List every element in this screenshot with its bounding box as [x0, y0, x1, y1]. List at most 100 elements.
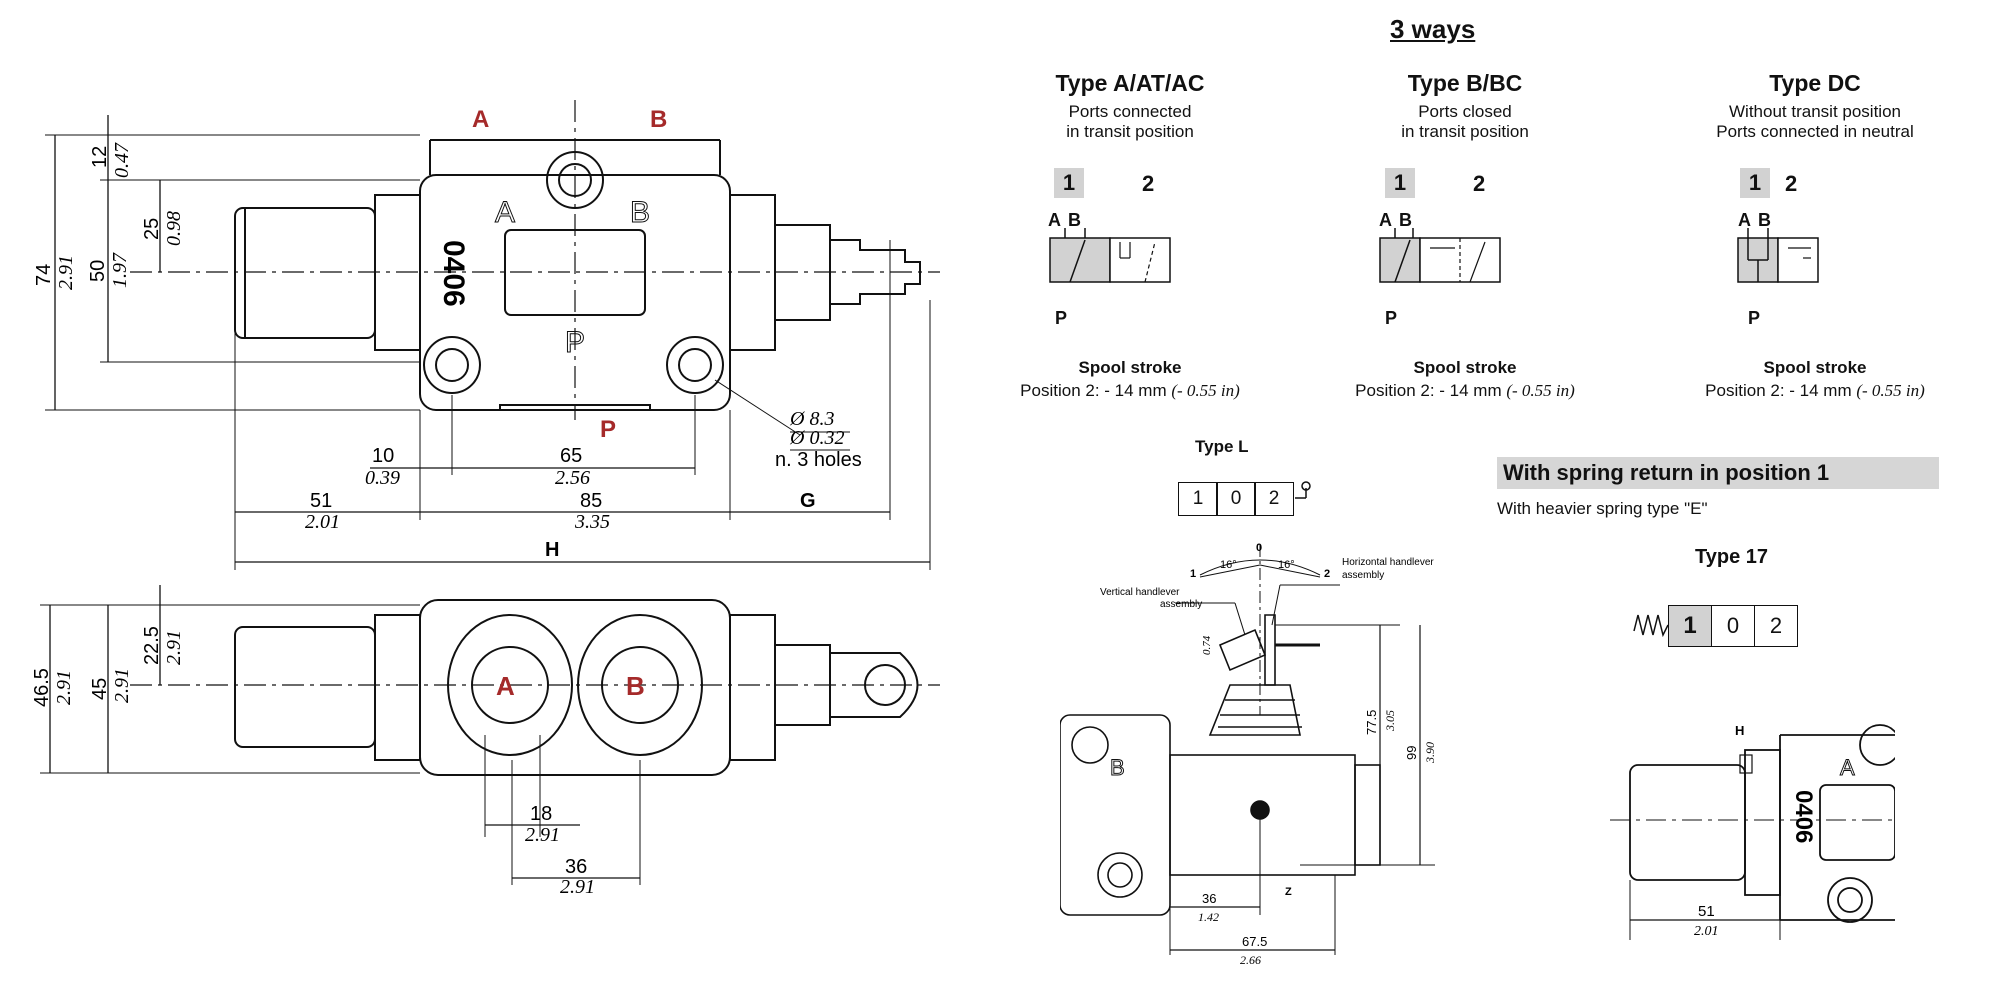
- type-l-b: B: [1110, 755, 1125, 780]
- type-b-port-p: P: [1385, 308, 1398, 328]
- dim-047: 0.47: [111, 142, 133, 178]
- side-port-b: B: [626, 671, 645, 701]
- dim-256: 2.56: [555, 467, 590, 489]
- type-a-stroke-title: Spool stroke: [1078, 358, 1182, 377]
- type-dc-port-a: A: [1738, 210, 1751, 230]
- spring-body-mark: 0406: [1790, 790, 1817, 843]
- body-port-a: A: [495, 196, 515, 229]
- type-l-mark-2: 2: [1324, 568, 1330, 580]
- type-dc-desc-1: Without transit position: [1729, 102, 1901, 121]
- spring-return-banner: With spring return in position 1: [1497, 457, 1939, 489]
- hole-diameter-in: Ø 0.32: [789, 427, 844, 449]
- dim-g: G: [800, 490, 816, 512]
- type-b-stroke-mm: Position 2: - 14 mm: [1355, 381, 1507, 400]
- spring-note: With heavier spring type "E": [1497, 499, 1708, 518]
- hole-diameter: Ø 8.3: [789, 408, 834, 430]
- type-17-title: Type 17: [1695, 546, 1768, 568]
- type-dc-pos-2: 2: [1785, 171, 1798, 196]
- dim-291c: 2.91: [111, 668, 133, 703]
- type-a-port-p: P: [1055, 308, 1068, 328]
- dim-335: 3.35: [574, 511, 610, 533]
- top-view-drawing: A B P A B P 0406 12 0.47 25 0.98 74 2.91…: [33, 100, 940, 570]
- type-l-pos-2: 2: [1254, 482, 1294, 516]
- spring-body-drawing: H 0406 A 51 2.01: [1610, 723, 1895, 940]
- type-a-pos-1: 1: [1054, 168, 1084, 198]
- type-b-title: Type B/BC: [1407, 70, 1523, 96]
- dim-291b: 2.91: [53, 670, 75, 705]
- type-dc-stroke-mm: Position 2: - 14 mm: [1705, 381, 1857, 400]
- type-a-desc-2: in transit position: [1066, 122, 1194, 141]
- dim-74: 74: [33, 264, 55, 286]
- type-l-dim-390: 3.90: [1423, 742, 1437, 764]
- dim-12: 12: [89, 146, 111, 168]
- type-l-dim-99: 99: [1404, 746, 1419, 760]
- type-l-dim-675: 67.5: [1242, 934, 1267, 949]
- type-a-spool-symbol: [1049, 228, 1171, 283]
- type-17-pos-0: 0: [1711, 605, 1755, 647]
- type-a-desc-1: Ports connected: [1068, 102, 1192, 121]
- horizontal-handlever-label-1: Horizontal handlever: [1342, 557, 1434, 568]
- spring-h-label: H: [1735, 723, 1744, 738]
- type-l-angle-left: 16°: [1220, 559, 1237, 571]
- spring-body-a: A: [1840, 755, 1855, 780]
- dim-36: 36: [565, 856, 587, 878]
- dim-098: 0.98: [163, 211, 185, 246]
- type-17-pos-1: 1: [1668, 605, 1712, 647]
- port-p-label: P: [600, 416, 616, 443]
- lever-icon: [1295, 481, 1311, 499]
- type-l-dim-142: 1.42: [1198, 910, 1219, 924]
- dim-291d: 2.91: [525, 824, 560, 846]
- type-dc-title: Type DC: [1769, 70, 1861, 96]
- type-l-angle-right: 16°: [1278, 559, 1295, 571]
- type-l-pos-0: 0: [1216, 482, 1256, 516]
- dim-65: 65: [560, 445, 582, 467]
- type-l-pos-1: 1: [1178, 482, 1218, 516]
- dim-45: 45: [89, 678, 111, 700]
- spring-dim-201: 2.01: [1694, 924, 1719, 939]
- type-l-dim-074: 0.74: [1201, 635, 1213, 655]
- type-a-port-b: B: [1068, 210, 1081, 230]
- dim-201: 2.01: [305, 511, 340, 533]
- type-dc-stroke-title: Spool stroke: [1763, 358, 1867, 377]
- type-b-panel: Type B/BC Ports closed in transit positi…: [1295, 68, 1635, 408]
- dim-h: H: [545, 539, 559, 561]
- type-dc-port-b: B: [1758, 210, 1771, 230]
- type-l-lever-drawing: 0 1 2 16° 16° Vertical handlever assembl…: [1060, 542, 1437, 967]
- spring-dim-51: 51: [1698, 903, 1715, 920]
- type-l-dim-266: 2.66: [1240, 953, 1261, 967]
- type-b-pos-2: 2: [1473, 171, 1486, 196]
- type-17-positions: 1 0 2: [1668, 605, 1800, 647]
- type-b-desc-1: Ports closed: [1418, 102, 1512, 121]
- type-l-mark-1: 1: [1190, 568, 1196, 580]
- spool-types-row: Type A/AT/AC Ports connected in transit …: [960, 68, 2000, 408]
- vertical-handlever-label-2: assembly: [1160, 599, 1202, 610]
- type-dc-port-p: P: [1748, 308, 1761, 328]
- type-l-dim-305: 3.05: [1383, 710, 1397, 732]
- page-heading: 3 ways: [1390, 14, 1476, 44]
- type-b-desc-2: in transit position: [1401, 122, 1529, 141]
- vertical-handlever-label-1: Vertical handlever: [1100, 587, 1180, 598]
- type-dc-spool-symbol: [1737, 228, 1819, 283]
- spring-icon: [1633, 614, 1669, 638]
- dim-85: 85: [580, 490, 602, 512]
- dim-039: 0.39: [365, 467, 400, 489]
- type-dc-stroke-in: (- 0.55 in): [1856, 381, 1925, 400]
- type-a-stroke-in: (- 0.55 in): [1171, 381, 1240, 400]
- type-b-port-a: A: [1379, 210, 1392, 230]
- type-b-stroke-in: (- 0.55 in): [1506, 381, 1575, 400]
- type-b-port-b: B: [1399, 210, 1412, 230]
- port-b-label: B: [650, 106, 667, 133]
- horizontal-handlever-label-2: assembly: [1342, 570, 1384, 581]
- type-dc-desc-2: Ports connected in neutral: [1716, 122, 1914, 141]
- type-dc-stroke-line: Position 2: - 14 mm (- 0.55 in): [1645, 381, 1985, 401]
- type-a-stroke-line: Position 2: - 14 mm (- 0.55 in): [960, 381, 1300, 401]
- side-port-a: A: [496, 671, 515, 701]
- dim-465: 46.5: [31, 668, 53, 707]
- dim-51: 51: [310, 490, 332, 512]
- type-l-z: Z: [1285, 886, 1292, 898]
- type-dc-panel: Type DC Without transit position Ports c…: [1645, 68, 1985, 408]
- type-a-stroke-mm: Position 2: - 14 mm: [1020, 381, 1172, 400]
- type-b-pos-1: 1: [1385, 168, 1415, 198]
- dim-197: 1.97: [109, 252, 131, 288]
- dim-10: 10: [372, 445, 394, 467]
